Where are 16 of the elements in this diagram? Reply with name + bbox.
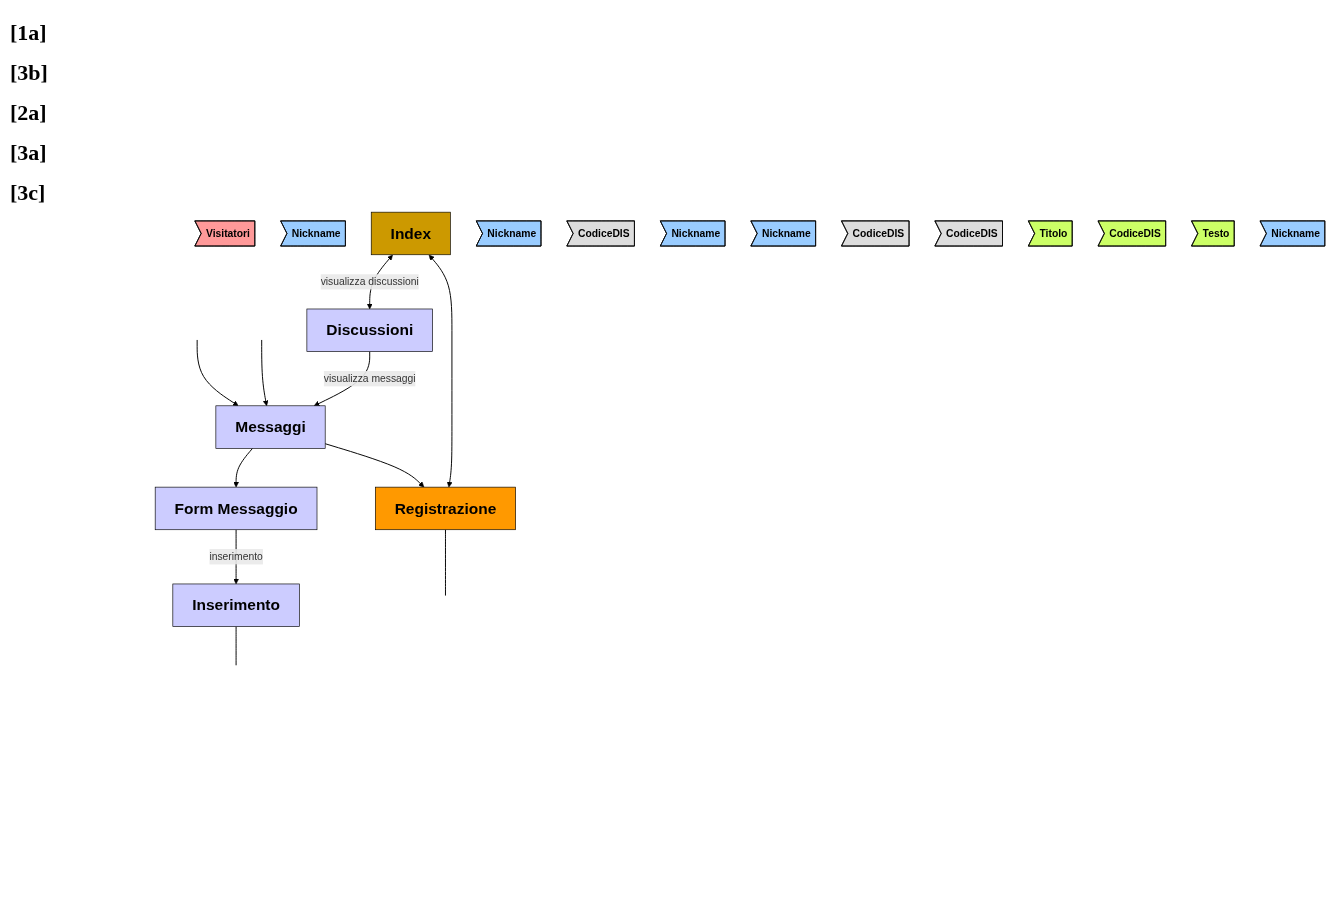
node-box: Registrazione	[375, 486, 516, 531]
edge-label: visualizza discussioni	[320, 276, 419, 288]
step-label: [3c]	[10, 180, 47, 206]
connector	[445, 529, 446, 597]
step-label: [1a]	[10, 20, 48, 46]
node-box: Messaggi	[215, 405, 326, 449]
node-box: Form Messaggio	[154, 486, 318, 531]
step-label: [2a]	[10, 100, 48, 126]
step-label: [3a]	[10, 140, 48, 166]
edge-label: visualizza messaggi	[323, 372, 416, 384]
node-box: Discussioni	[306, 308, 433, 352]
step-label: [3b]	[10, 60, 49, 86]
connector	[235, 626, 237, 666]
edge-label: inserimento	[209, 551, 263, 563]
node-box: Index	[370, 211, 451, 256]
node-box: Inserimento	[172, 583, 300, 627]
